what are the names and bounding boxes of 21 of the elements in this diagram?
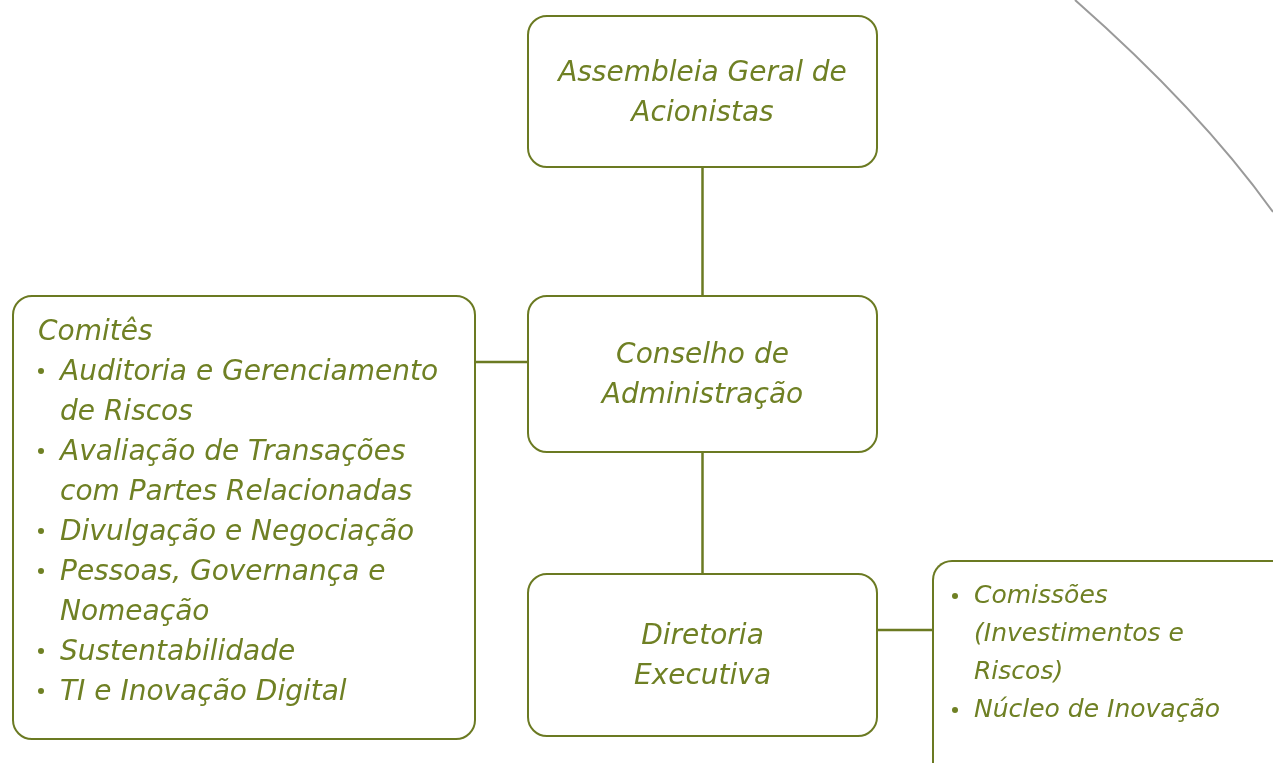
connector-line (476, 360, 527, 364)
list-item: Comissões (Investimentos e Riscos) (974, 580, 1184, 685)
connector-line (701, 453, 704, 573)
list-item: Avaliação de Transações com Partes Relacionadas (60, 434, 413, 507)
connector-line (701, 168, 704, 295)
list-item: Núcleo de Inovação (974, 694, 1221, 723)
list-item: Divulgação e Negociação (60, 514, 415, 547)
list-item: Pessoas, Governança e Nomeação (60, 554, 386, 627)
list-item: Auditoria e Gerenciamento de Riscos (60, 354, 439, 427)
list-item: Sustentabilidade (60, 634, 296, 667)
org-box (932, 560, 1273, 763)
org-box (527, 573, 878, 737)
box-title: Assembleia Geral de Acionistas (556, 53, 848, 130)
org-box (527, 15, 878, 168)
org-box (12, 295, 476, 740)
connector-line (878, 628, 932, 632)
box-title: Diretoria Executiva (632, 617, 773, 693)
list-heading: Comitês (38, 313, 154, 349)
list-item: TI e Inovação Digital (60, 674, 347, 707)
box-title: Conselho de Administração (599, 336, 805, 412)
org-box (527, 295, 878, 453)
